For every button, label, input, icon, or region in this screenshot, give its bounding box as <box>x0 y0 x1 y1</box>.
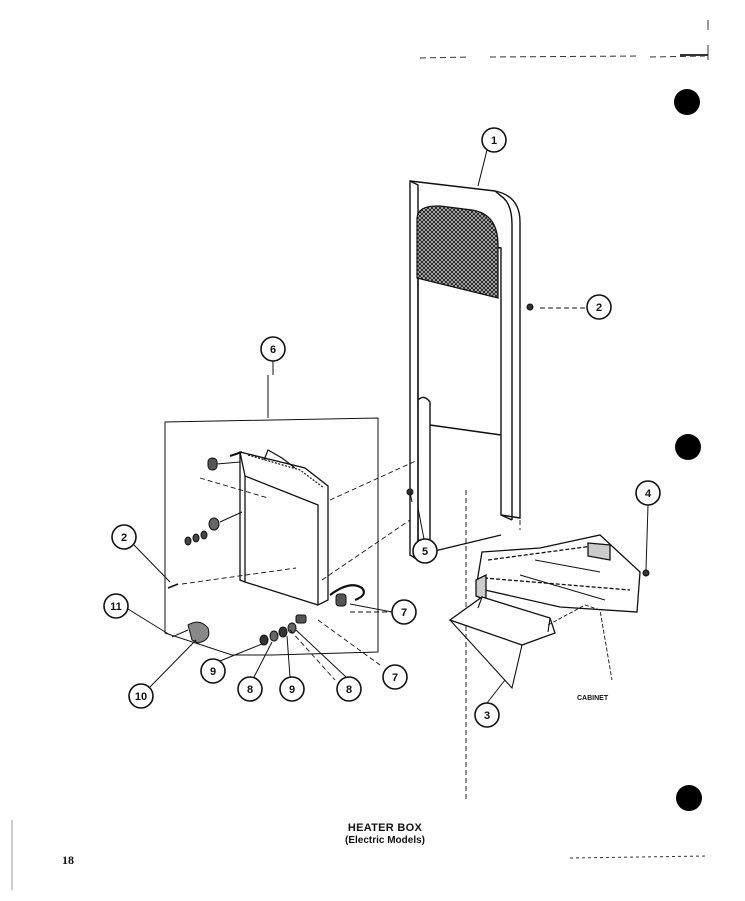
binder-hole-middle <box>675 434 701 460</box>
callout-label: 7 <box>401 607 407 619</box>
callout-label: 5 <box>422 546 428 558</box>
callout-labels: 1 2 6 2 11 10 9 8 9 8 7 7 5 4 3 <box>110 135 652 722</box>
binder-hole-top <box>674 89 700 115</box>
diagram-subtitle: (Electric Models) <box>344 835 426 846</box>
callout-label: 2 <box>596 302 602 314</box>
callout-leaders <box>127 149 649 704</box>
scan-artifact-lines <box>11 20 709 890</box>
heater-assembly-part <box>164 303 650 656</box>
callout-label: 1 <box>491 135 497 147</box>
callout-label: 7 <box>392 672 398 684</box>
callout-label: 4 <box>645 488 652 500</box>
front-panel-part <box>409 180 521 562</box>
callout-label: 11 <box>110 601 122 613</box>
grille-mesh <box>416 205 499 299</box>
cabinet-base-part <box>448 534 641 690</box>
dashed-leaders <box>181 307 586 800</box>
callout-label: 8 <box>346 684 352 696</box>
callout-label: 9 <box>210 666 216 678</box>
callout-label: 3 <box>484 710 490 722</box>
callout-label: 9 <box>289 684 295 696</box>
callout-circles <box>103 127 661 728</box>
binder-hole-bottom <box>676 785 702 811</box>
callout-label: 8 <box>247 684 253 696</box>
page-number: 18 <box>62 853 74 867</box>
washer-stack <box>184 517 220 546</box>
callout-label: 2 <box>121 532 127 544</box>
callout-label: 10 <box>135 691 147 703</box>
diagram-title: HEATER BOX <box>347 822 423 834</box>
callout-label: 6 <box>270 344 276 356</box>
cabinet-label: CABINET <box>577 695 609 702</box>
